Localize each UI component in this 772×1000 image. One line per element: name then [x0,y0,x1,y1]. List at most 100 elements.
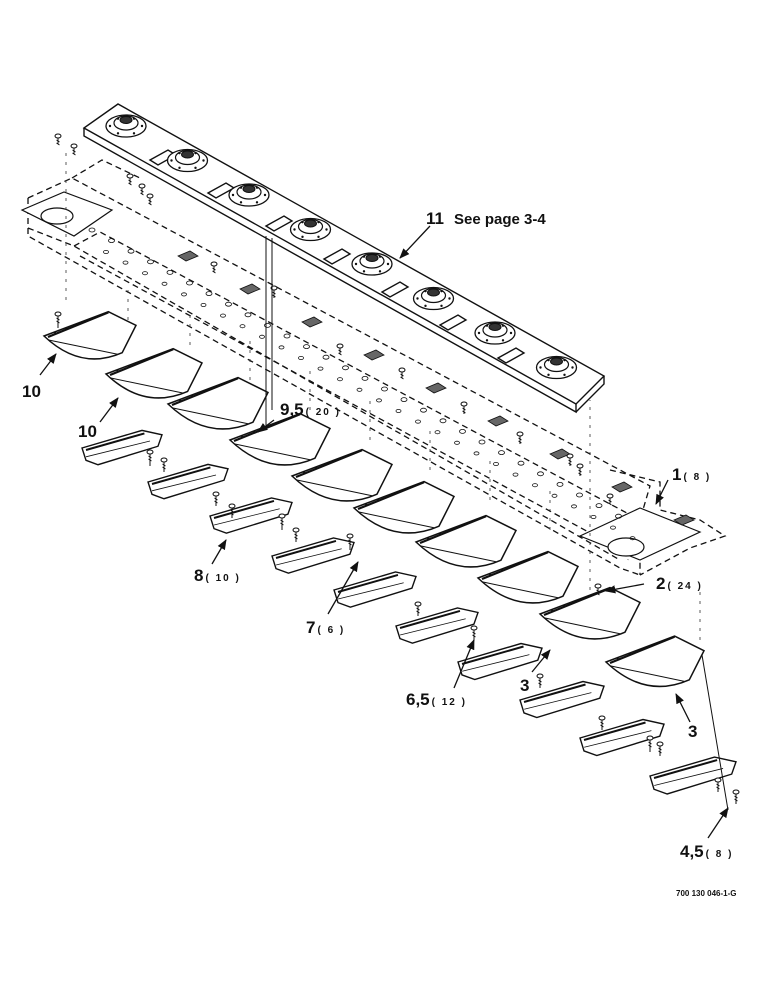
bolt [292,527,300,542]
mount-hole [415,419,421,424]
mount-hole [610,525,616,530]
mount-hole [239,324,246,329]
arrow-3b [675,693,691,723]
arrow-6 [453,639,475,689]
arrow-8 [211,539,227,565]
cutterbar-assembly [82,103,606,414]
mount-hole [166,269,174,275]
bolt [146,193,154,206]
arrow-11 [399,225,431,259]
mount-hole [283,333,291,339]
quantity: ( 8 ) [705,849,734,860]
callout-8: 8( 10 ) [194,566,241,586]
mount-hole [434,430,441,435]
bolt [414,601,422,616]
mount-hole [376,398,382,403]
callout-number: 3 [688,722,698,741]
callout-number: 9,5 [280,400,304,419]
end-plate-left [20,191,114,237]
bolt [70,143,78,156]
bolt [566,453,574,466]
rock-guard [476,550,580,604]
mount-hole [161,281,168,286]
arrow-9 [257,419,275,433]
spacer-plate [611,481,633,493]
disc-hub [166,148,209,173]
mount-hole [298,355,304,360]
mount-hole [556,481,564,487]
cutterbar-tabs [148,149,526,364]
exploded-view-lines [65,150,701,640]
bolt [460,401,468,414]
skid-shoe [209,497,293,534]
bolt [606,493,614,506]
arrow-2 [604,583,645,594]
spacer-plate [239,283,261,295]
mount-hole [264,322,271,328]
mount-hole [278,345,285,350]
callout-4: 4,5( 8 ) [680,842,733,862]
drawing-number: 700 130 046-1-G [676,889,737,898]
arrow-10a [39,353,57,376]
disc-hub [535,355,578,380]
skid-shoe [579,718,665,757]
callout-number: 4,5 [680,842,704,861]
spacer-plate [425,382,447,394]
callout-number: 6,5 [406,690,430,709]
arrow-3a [531,649,551,673]
mount-hole [595,503,603,509]
callout-3b: 3 [688,722,697,742]
mount-hole [537,471,544,477]
bolt [160,457,168,472]
mount-hole [225,301,232,307]
mount-hole [473,451,480,456]
bolt [228,503,236,518]
callout-number: 8 [194,566,204,585]
mount-hole [361,375,369,381]
mount-hole [551,493,558,498]
skid-shoe [147,463,229,500]
mount-hole [181,292,187,297]
skid-shoe [457,642,543,681]
bolt [536,673,544,688]
mount-hole [200,302,207,307]
mount-hole [395,408,402,413]
rock-guard [538,586,642,640]
mounting-holes [88,227,636,541]
callout-arrows [39,225,729,839]
mount-hole [517,460,525,466]
skid-shoe [271,537,355,574]
rock-guard-shields [42,310,706,688]
disc-hub [228,183,270,207]
skid-shoes [81,429,737,795]
mount-hole [512,472,519,477]
spacer-plate [487,415,509,427]
end-plate-right [578,507,702,561]
bolt [598,715,606,730]
callout-9: 9,5( 20 ) [280,400,341,420]
skid-shoe [81,429,163,466]
disc-hub [351,252,393,276]
mount-hole [317,366,324,371]
callout-6: 6,5( 12 ) [406,690,467,710]
rock-guard [42,310,138,360]
bolt [714,777,722,792]
callout-7: 7( 6 ) [306,618,345,638]
bolt [278,513,286,530]
mount-hole [342,365,349,371]
skid-shoe [395,607,479,644]
bolt [336,343,344,356]
spacer-plate [301,316,323,328]
rock-guard [290,448,394,502]
bolt [54,311,62,328]
bolt [732,789,740,804]
bolt [576,463,584,476]
callout-number: 1 [672,465,682,484]
bolt [54,133,62,146]
bolt [470,625,478,640]
spacer-plate [673,514,695,526]
dashed-plate-squares [177,250,695,526]
mount-hole [303,344,310,350]
bolt [516,431,524,444]
quantity: ( 20 ) [305,407,341,418]
